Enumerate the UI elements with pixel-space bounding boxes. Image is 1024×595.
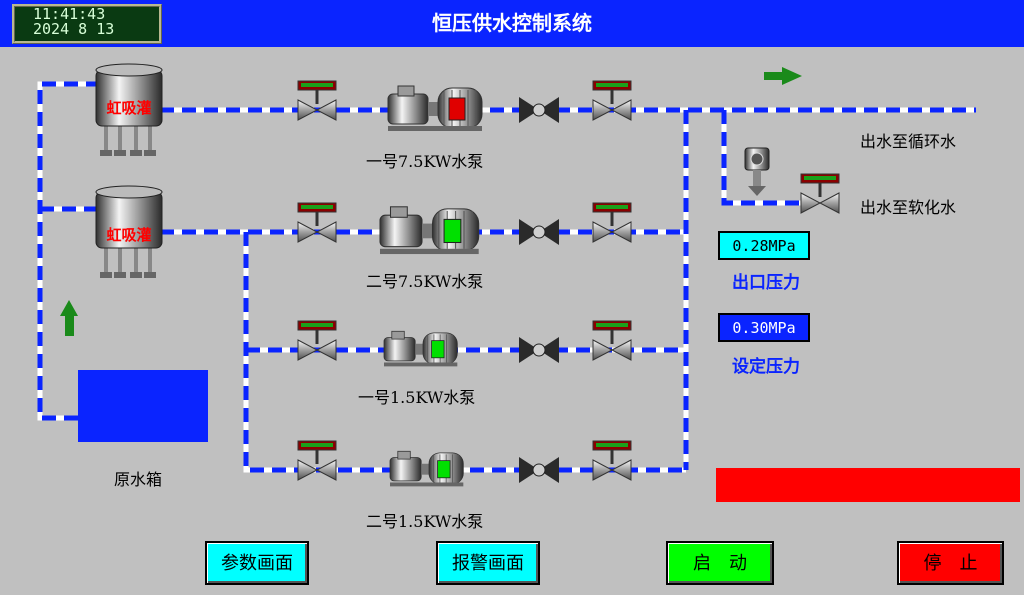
outlet-pressure-label: 出口压力 (732, 273, 800, 293)
pump-4-label: 二号1.5KW水泵 (366, 512, 484, 531)
outlet-softening-label: 出水至软化水 (860, 198, 957, 217)
check-valve-2-icon (519, 219, 559, 245)
pressure-transmitter-icon (744, 147, 770, 196)
outlet-valve-2-icon (592, 202, 632, 243)
raw-tank-label: 原水箱 (114, 470, 163, 489)
clock-display: 11:41:43 2024 8 13 (12, 4, 162, 44)
siphon-tank-1 (95, 63, 163, 156)
siphon-tank-2-label: 虹吸灌 (106, 226, 151, 244)
pump-3-icon (383, 330, 458, 367)
inlet-valve-2-icon (297, 202, 337, 243)
pump-icons (379, 85, 483, 487)
params-screen-button[interactable]: 参数画面 (205, 541, 309, 585)
pump-2-icon (379, 206, 480, 255)
outlet-valve-3-icon (592, 320, 632, 361)
siphon-tank-2 (95, 185, 163, 278)
flow-arrow-up-icon (60, 300, 78, 336)
check-valve-icons (519, 97, 559, 483)
outlet-valve-4-icon (592, 440, 632, 481)
outlet-pressure-value: 0.28MPa (718, 231, 810, 260)
setpoint-pressure-input[interactable]: 0.30MPa (718, 313, 810, 342)
inlet-valve-3-icon (297, 320, 337, 361)
clock-time: 11:41:43 (33, 5, 106, 23)
softening-valve-icon (800, 173, 840, 214)
pump-1-icon (387, 85, 483, 131)
raw-water-tank (78, 370, 208, 442)
valve-icons (297, 80, 840, 481)
inlet-valve-4-icon (297, 440, 337, 481)
check-valve-3-icon (519, 337, 559, 363)
inlet-valve-1-icon (297, 80, 337, 121)
alarm-screen-button[interactable]: 报警画面 (436, 541, 540, 585)
outlet-circulation-label: 出水至循环水 (860, 132, 957, 151)
pump-1-label: 一号7.5KW水泵 (366, 152, 484, 171)
pump-2-label: 二号7.5KW水泵 (366, 272, 484, 291)
siphon-tank-1-label: 虹吸灌 (106, 99, 151, 117)
stop-button[interactable]: 停 止 (897, 541, 1004, 585)
check-valve-1-icon (519, 97, 559, 123)
page-title: 恒压供水控制系统 (432, 11, 592, 35)
start-button[interactable]: 启 动 (666, 541, 774, 585)
pump-3-label: 一号1.5KW水泵 (358, 388, 476, 407)
outlet-valve-1-icon (592, 80, 632, 121)
clock-date: 2024 8 13 (33, 20, 115, 38)
flow-arrow-right-icon (764, 67, 802, 85)
setpoint-pressure-label: 设定压力 (732, 357, 800, 377)
title-bar (0, 0, 1024, 47)
check-valve-4-icon (519, 457, 559, 483)
pump-4-icon (389, 450, 464, 487)
alarm-indicator (716, 468, 1020, 502)
